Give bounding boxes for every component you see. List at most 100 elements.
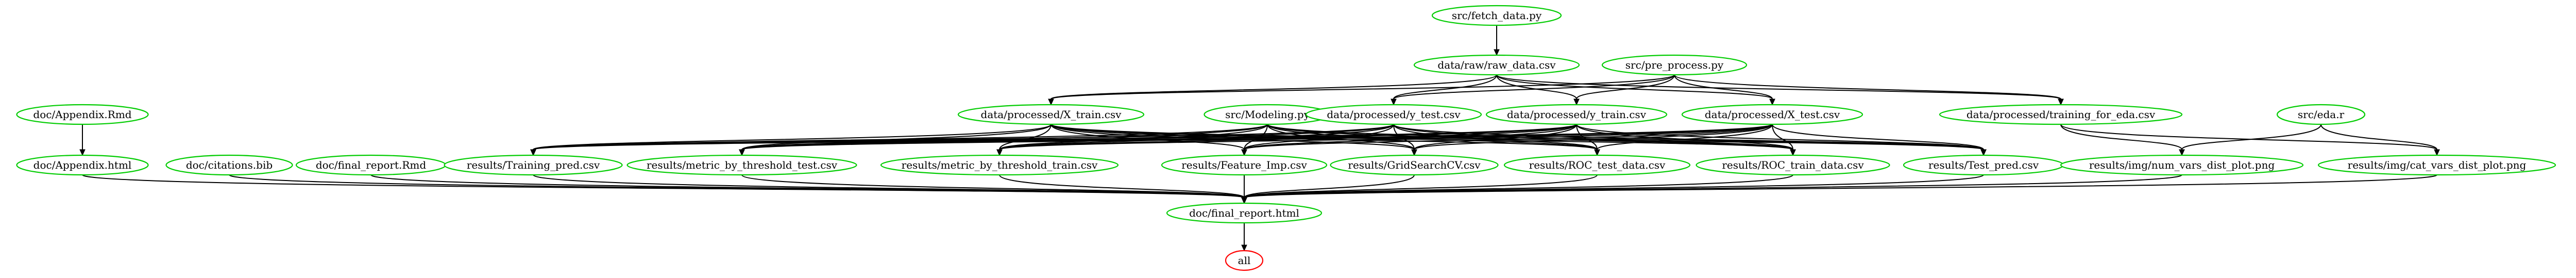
arrowhead-pre-to-xtest <box>1769 99 1775 106</box>
node-rmd: doc/final_report.Rmd <box>295 154 447 176</box>
node-label-raw: data/raw/raw_data.csv <box>1437 59 1556 71</box>
arrowhead-xtest-to-mbttrain <box>996 149 1003 156</box>
node-label-apphtml: doc/Appendix.html <box>33 159 132 171</box>
node-ellipse-pre <box>1601 54 1748 76</box>
node-label-traineda: data/processed/training_for_eda.csv <box>1967 108 2156 121</box>
edge-traineda-to-catplot <box>2060 124 2437 150</box>
node-label-numplot: results/img/num_vars_dist_plot.png <box>2089 159 2275 171</box>
node-mbttrain: results/metric_by_threshold_train.csv <box>880 154 1119 176</box>
node-label-gridcv: results/GridSearchCV.csv <box>1348 159 1481 171</box>
node-fetch: src/fetch_data.py <box>1431 5 1562 26</box>
edge-xtest-to-roctest <box>1597 124 1773 150</box>
edge-roctrain-to-final <box>1244 174 1793 198</box>
edge-xtest-to-mbttest <box>741 124 1773 150</box>
node-label-rmd: doc/final_report.Rmd <box>316 159 427 171</box>
edge-modeling-to-roctest <box>1267 124 1598 150</box>
node-all: all <box>1225 250 1264 271</box>
node-ellipse-xtrain <box>957 104 1145 125</box>
arrowhead-xtest-to-roctest <box>1594 149 1600 156</box>
node-ellipse-gridcv <box>1330 154 1499 176</box>
arrowhead-xtest-to-featimp <box>1241 149 1247 156</box>
node-final: doc/final_report.html <box>1166 202 1323 224</box>
node-label-xtrain: data/processed/X_train.csv <box>981 108 1122 121</box>
node-ellipse-ytrain <box>1485 104 1668 125</box>
edge-gridcv-to-final <box>1244 174 1415 198</box>
arrowhead-xtest-to-roctrain <box>1790 149 1796 156</box>
arrowhead-pre-to-traineda <box>2058 99 2064 106</box>
edge-xtest-to-gridcv <box>1414 124 1773 150</box>
edges-layer <box>79 25 2440 252</box>
node-xtrain: data/processed/X_train.csv <box>957 104 1145 125</box>
node-ellipse-trainpred <box>444 154 623 176</box>
edge-pre-to-ytest <box>1393 74 1675 100</box>
edge-xtest-to-trainpred <box>533 124 1773 150</box>
node-label-modeling: src/Modeling.py <box>1225 108 1310 121</box>
node-label-mbttest: results/metric_by_threshold_test.csv <box>647 159 838 171</box>
edge-pre-to-xtest <box>1674 74 1773 100</box>
node-ellipse-final <box>1166 202 1323 224</box>
node-label-ytest: data/processed/y_test.csv <box>1327 108 1461 121</box>
edge-trainpred-to-final <box>533 174 1245 198</box>
node-ytrain: data/processed/y_train.csv <box>1485 104 1668 125</box>
node-roctrain: results/ROC_train_data.csv <box>1696 154 1890 176</box>
node-ellipse-roctrain <box>1696 154 1890 176</box>
node-ellipse-numplot <box>2060 154 2304 176</box>
node-ellipse-roctest <box>1503 154 1691 176</box>
node-ellipse-raw <box>1413 54 1580 76</box>
node-label-featimp: results/Feature_Imp.csv <box>1181 159 1307 171</box>
node-ellipse-xtest <box>1681 104 1863 125</box>
node-label-apprmd: doc/Appendix.Rmd <box>33 108 131 121</box>
node-pre: src/pre_process.py <box>1601 54 1748 76</box>
node-ellipse-fetch <box>1431 5 1562 26</box>
node-ellipse-bib <box>165 154 293 176</box>
node-label-xtest: data/processed/X_test.csv <box>1705 108 1840 121</box>
edge-raw-to-xtrain <box>1050 74 1497 100</box>
edge-roctest-to-final <box>1244 174 1598 198</box>
edge-xtest-to-roctrain <box>1772 124 1793 150</box>
node-ellipse-all <box>1225 250 1264 271</box>
arrowhead-pre-to-xtrain <box>1048 99 1054 106</box>
node-traineda: data/processed/training_for_eda.csv <box>1939 104 2183 125</box>
arrowhead-eda-to-catplot <box>2434 149 2440 156</box>
edge-raw-to-ytest <box>1393 74 1497 100</box>
node-bib: doc/citations.bib <box>165 154 293 176</box>
edge-xtest-to-mbttrain <box>999 124 1773 150</box>
edge-mbttest-to-final <box>741 174 1245 198</box>
node-eda: src/eda.r <box>2276 104 2366 125</box>
node-ellipse-ytest <box>1305 104 1482 125</box>
node-ellipse-apprmd <box>16 104 149 125</box>
node-ellipse-featimp <box>1161 154 1328 176</box>
node-apprmd: doc/Appendix.Rmd <box>16 104 149 125</box>
node-label-bib: doc/citations.bib <box>186 159 273 171</box>
node-label-testpred: results/Test_pred.csv <box>1928 159 2039 171</box>
edge-xtrain-to-trainpred <box>533 124 1052 150</box>
node-label-all: all <box>1238 254 1251 267</box>
edge-xtest-to-testpred <box>1772 124 1984 150</box>
arrowhead-xtest-to-testpred <box>1980 149 1987 156</box>
node-label-pre: src/pre_process.py <box>1625 59 1724 71</box>
node-label-roctrain: results/ROC_train_data.csv <box>1722 159 1864 171</box>
node-label-ytrain: data/processed/y_train.csv <box>1507 108 1647 121</box>
edge-catplot-to-final <box>1244 174 2437 198</box>
node-label-eda: src/eda.r <box>2298 108 2345 121</box>
edge-rmd-to-final <box>370 174 1245 198</box>
node-ellipse-mbttest <box>626 154 857 176</box>
node-xtest: data/processed/X_test.csv <box>1681 104 1863 125</box>
edge-raw-to-traineda <box>1496 74 2061 100</box>
node-label-mbttrain: results/metric_by_threshold_train.csv <box>902 159 1098 171</box>
node-featimp: results/Feature_Imp.csv <box>1161 154 1328 176</box>
edge-pre-to-xtrain <box>1050 74 1675 100</box>
edge-ytest-to-featimp <box>1244 124 1394 150</box>
node-ellipse-mbttrain <box>880 154 1119 176</box>
arrowhead-fetch-to-raw <box>1494 49 1500 56</box>
node-ytest: data/processed/y_test.csv <box>1305 104 1482 125</box>
edge-raw-to-xtest <box>1496 74 1773 100</box>
arrowhead-catplot-to-final <box>1241 197 1247 204</box>
node-numplot: results/img/num_vars_dist_plot.png <box>2060 154 2304 176</box>
edge-eda-to-numplot <box>2181 124 2321 150</box>
edge-ytrain-to-testpred <box>1576 124 1984 150</box>
arrowhead-pre-to-ytrain <box>1573 99 1580 106</box>
node-label-final: doc/final_report.html <box>1189 207 1299 219</box>
